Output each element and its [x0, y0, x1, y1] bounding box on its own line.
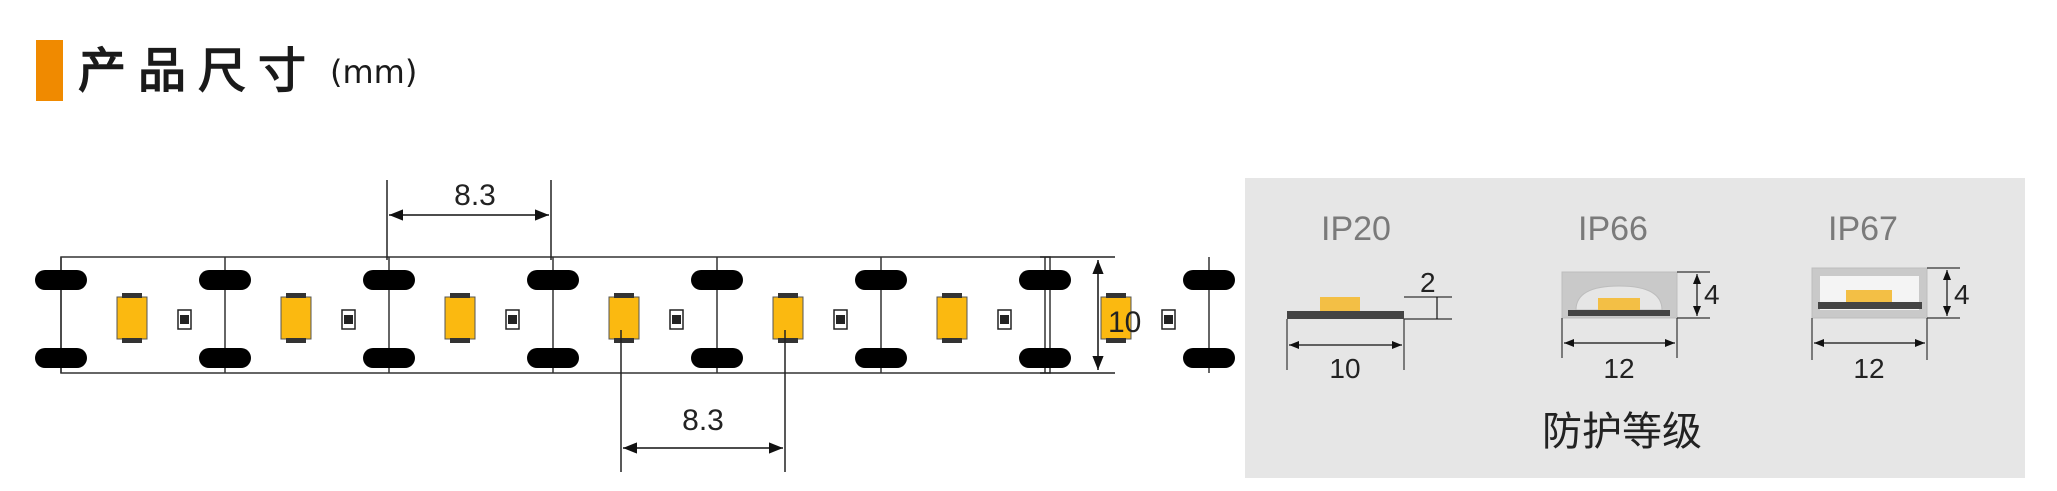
- ip67-width-label: 12: [1853, 353, 1884, 384]
- led-chip: [936, 296, 968, 340]
- led-chip-contact: [1106, 293, 1126, 298]
- solder-pad: [363, 348, 415, 368]
- led-chip-contact: [942, 338, 962, 343]
- led-chip: [444, 296, 476, 340]
- solder-pad: [35, 348, 87, 368]
- protection-rating-caption: 防护等级: [1542, 409, 1702, 455]
- ip67-led: [1846, 290, 1892, 302]
- led-chip-contact: [450, 293, 470, 298]
- ip-panel-background: [1245, 178, 2025, 478]
- solder-pad: [527, 348, 579, 368]
- ip67-pcb: [1818, 302, 1922, 309]
- led-chip: [280, 296, 312, 340]
- solder-pad: [1019, 270, 1071, 290]
- led-chip-contact: [1106, 338, 1126, 343]
- solder-pad: [855, 348, 907, 368]
- led-chip-contact: [614, 293, 634, 298]
- width-label: 10: [1108, 306, 1141, 339]
- ip67-section: IP67 12 4: [1811, 210, 1970, 384]
- unit-label: (mm): [330, 53, 418, 91]
- ip20-led: [1320, 297, 1360, 311]
- ip20-section: IP20 10 2: [1286, 210, 1452, 384]
- resistor-body: [836, 315, 845, 324]
- led-chip: [1100, 296, 1132, 340]
- led-chip-contact: [778, 338, 798, 343]
- solder-pad: [855, 270, 907, 290]
- resistor-body: [1000, 315, 1009, 324]
- solder-pad: [1183, 270, 1235, 290]
- led-chip-contact: [450, 338, 470, 343]
- ip67-height-label: 4: [1954, 279, 1970, 310]
- led-chip-contact: [286, 338, 306, 343]
- ip20-width-label: 10: [1329, 353, 1360, 384]
- led-chip-contact: [286, 293, 306, 298]
- width-dimension: 10: [1040, 256, 1141, 374]
- ip66-section: IP66 12 4: [1561, 210, 1720, 384]
- resistor-body: [508, 315, 517, 324]
- pitch-label-bottom: 8.3: [682, 404, 724, 437]
- ip20-pcb: [1287, 311, 1404, 319]
- resistor-body: [180, 315, 189, 324]
- ip20-label: IP20: [1321, 210, 1391, 248]
- solder-pad: [1183, 348, 1235, 368]
- solder-pad: [1019, 348, 1071, 368]
- solder-pad: [527, 270, 579, 290]
- pitch-dimension-bottom: 8.3: [620, 330, 786, 472]
- page-title: 产品尺寸: [78, 43, 319, 99]
- pitch-dimension-top: 8.3: [386, 179, 552, 260]
- led-strip: [35, 256, 1399, 374]
- resistor-body: [672, 315, 681, 324]
- ip66-height-label: 4: [1704, 279, 1720, 310]
- led-chip-contact: [614, 338, 634, 343]
- resistor-body: [344, 315, 353, 324]
- ip20-height-label: 2: [1420, 267, 1436, 298]
- ip-rating-panel: IP20 10 2 IP66 12 4: [1245, 178, 2025, 478]
- led-chip: [116, 296, 148, 340]
- resistor-body: [1164, 315, 1173, 324]
- solder-pad: [199, 348, 251, 368]
- led-chip-contact: [778, 293, 798, 298]
- solder-pad: [691, 270, 743, 290]
- ip66-width-label: 12: [1603, 353, 1634, 384]
- led-chip-contact: [122, 338, 142, 343]
- solder-pad: [691, 348, 743, 368]
- led-chip-contact: [942, 293, 962, 298]
- header-accent-bar: [36, 40, 63, 101]
- led-chip-contact: [122, 293, 142, 298]
- ip66-led: [1598, 298, 1640, 310]
- solder-pad: [199, 270, 251, 290]
- pitch-label-top: 8.3: [454, 179, 496, 212]
- led-chip: [772, 296, 804, 340]
- ip66-pcb: [1568, 310, 1670, 316]
- led-chip: [608, 296, 640, 340]
- ip67-label: IP67: [1828, 210, 1898, 248]
- solder-pad: [363, 270, 415, 290]
- ip66-label: IP66: [1578, 210, 1648, 248]
- solder-pad: [35, 270, 87, 290]
